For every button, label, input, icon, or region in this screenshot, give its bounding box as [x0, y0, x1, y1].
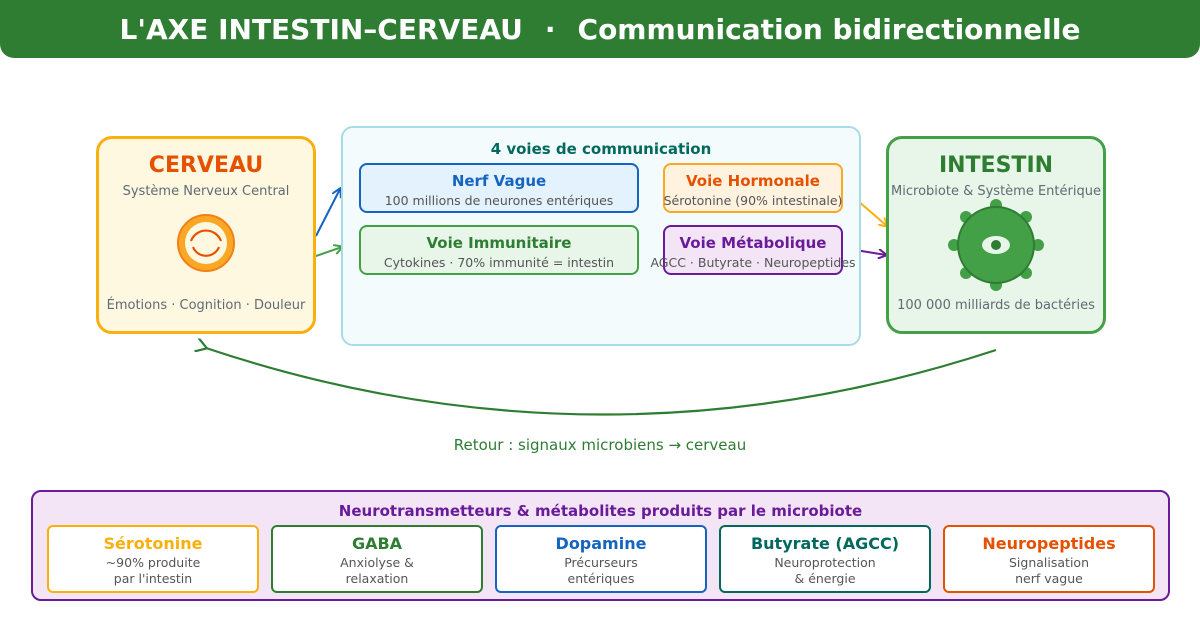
- nt-name: Dopamine: [555, 534, 647, 553]
- nt-name: Butyrate (AGCC): [750, 534, 900, 553]
- brain-icon: [177, 214, 235, 272]
- nt-name: Sérotonine: [103, 534, 203, 553]
- nt-desc-line1: Neuroprotection: [774, 555, 876, 570]
- nt-card-butyrate: Butyrate (AGCC) Neuroprotection& énergie: [719, 525, 931, 593]
- route-immune: Voie Immunitaire Cytokines · 70% immunit…: [359, 225, 639, 275]
- title-bar: L'AXE INTESTIN–CERVEAU · Communication b…: [0, 0, 1200, 58]
- return-arrow: [206, 348, 997, 416]
- route-hormonal: Voie Hormonale Sérotonine (90% intestina…: [663, 163, 843, 213]
- nt-desc-line2: par l'intestin: [113, 571, 193, 586]
- route-hormonal-desc: Sérotonine (90% intestinale): [663, 193, 843, 208]
- route-hormonal-title: Voie Hormonale: [686, 172, 820, 190]
- title-separator: ·: [544, 12, 556, 46]
- nt-desc-line1: Signalisation: [1009, 555, 1089, 570]
- page-title: L'AXE INTESTIN–CERVEAU: [119, 12, 523, 46]
- route-vagus-desc: 100 millions de neurones entériques: [384, 193, 614, 208]
- brain-footer: Émotions · Cognition · Douleur: [106, 298, 306, 313]
- gut-subtitle: Microbiote & Système Entérique: [891, 184, 1101, 199]
- nt-desc-line1: Anxiolyse &: [340, 555, 414, 570]
- gut-panel: INTESTIN Microbiote & Système Entérique …: [886, 136, 1106, 334]
- gut-title: INTESTIN: [938, 153, 1054, 178]
- route-immune-title: Voie Immunitaire: [426, 234, 572, 252]
- nt-desc-line2: & énergie: [794, 571, 856, 586]
- nt-card-gaba: GABA Anxiolyse &relaxation: [271, 525, 483, 593]
- return-label: Retour : signaux microbiens → cerveau: [453, 436, 747, 454]
- arrow-brain-immune: [315, 247, 342, 257]
- nt-desc-line1: Précurseurs: [564, 555, 638, 570]
- page-subtitle: Communication bidirectionnelle: [577, 12, 1081, 46]
- routes-title: 4 voies de communication: [490, 140, 712, 158]
- route-metabolic: Voie Métabolique AGCC · Butyrate · Neuro…: [650, 225, 856, 275]
- nt-desc-line2: nerf vague: [1015, 571, 1083, 586]
- brain-title: CERVEAU: [148, 153, 264, 178]
- route-vagus-nerve: Nerf Vague 100 millions de neurones enté…: [359, 163, 639, 213]
- route-vagus-title: Nerf Vague: [451, 172, 547, 190]
- nt-name: Neuropeptides: [982, 534, 1116, 553]
- route-immune-desc: Cytokines · 70% immunité = intestin: [383, 255, 615, 270]
- route-metabolic-title: Voie Métabolique: [679, 234, 827, 252]
- brain-subtitle: Système Nerveux Central: [122, 184, 290, 199]
- arrow-brain-vagus: [315, 189, 340, 237]
- nt-name: GABA: [351, 534, 403, 553]
- route-metabolic-desc: AGCC · Butyrate · Neuropeptides: [650, 255, 856, 270]
- gut-footer: 100 000 milliards de bactéries: [897, 298, 1095, 313]
- brain-panel: CERVEAU Système Nerveux Central Émotions…: [96, 136, 316, 334]
- nt-desc-line2: relaxation: [345, 571, 409, 586]
- microbe-icon: [948, 199, 1044, 291]
- nt-desc-line1: ~90% produite: [105, 555, 201, 570]
- neurotransmitters-title: Neurotransmetteurs & métabolites produit…: [338, 502, 863, 520]
- nt-desc-line2: entériques: [567, 571, 635, 586]
